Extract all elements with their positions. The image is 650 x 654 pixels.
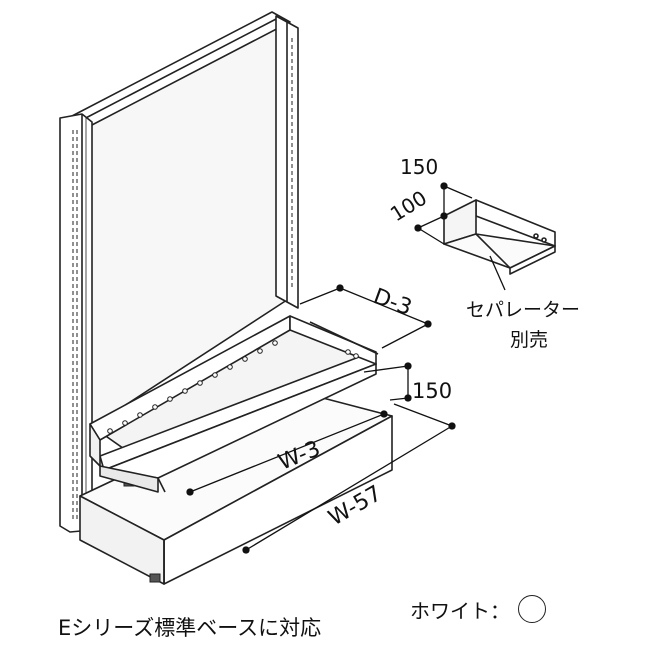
separator-name-label: セパレーター bbox=[466, 299, 580, 321]
color-option: ホワイト： bbox=[410, 592, 546, 626]
separator-height-label: 100 bbox=[386, 186, 431, 227]
depth-label: D-3 bbox=[370, 284, 415, 321]
separator-width-label: 150 bbox=[400, 155, 438, 179]
white-color-swatch bbox=[518, 595, 546, 623]
separator-sold-separately-label: 別売 bbox=[510, 329, 548, 351]
compatibility-caption: Eシリーズ標準ベースに対応 bbox=[58, 616, 322, 640]
base-height-label: 150 bbox=[412, 379, 452, 403]
upright-slots-left bbox=[72, 130, 78, 520]
tray-holes bbox=[107, 340, 359, 434]
separator-part bbox=[443, 199, 556, 275]
dimension-lines bbox=[186, 182, 506, 554]
color-option-label: ホワイト： bbox=[410, 598, 510, 623]
back-frame bbox=[59, 11, 299, 533]
